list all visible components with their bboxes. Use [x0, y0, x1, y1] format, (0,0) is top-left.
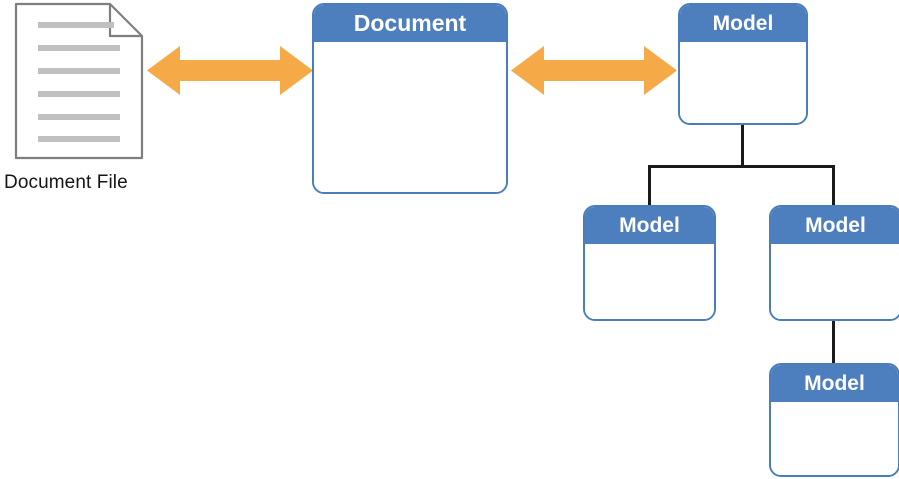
arrow-document-to-model [511, 44, 677, 97]
connector-left-drop [648, 165, 651, 207]
connector-child-to-grandchild [832, 320, 835, 365]
connector-root-stem [741, 124, 744, 168]
node-model-grandchild-body [771, 402, 898, 475]
node-model-grandchild-title: Model [771, 365, 898, 402]
node-document-title: Document [314, 5, 506, 42]
node-model-child-right-title: Model [771, 207, 899, 244]
node-model-child-left-title: Model [585, 207, 714, 244]
document-file-icon[interactable] [14, 2, 144, 160]
node-model-child-right[interactable]: Model [769, 205, 899, 321]
arrow-file-to-document [147, 44, 313, 97]
node-model-root[interactable]: Model [678, 3, 808, 125]
node-model-child-right-body [771, 244, 899, 319]
node-model-child-left-body [585, 244, 714, 319]
node-model-root-body [680, 42, 806, 123]
connector-horizontal-bar [648, 165, 835, 168]
connector-right-drop [832, 165, 835, 207]
node-model-root-title: Model [680, 5, 806, 42]
node-model-child-left[interactable]: Model [583, 205, 716, 321]
node-model-grandchild[interactable]: Model [769, 363, 899, 477]
node-document-body [314, 42, 506, 192]
document-file-label: Document File [4, 172, 128, 193]
node-document[interactable]: Document [312, 3, 508, 194]
